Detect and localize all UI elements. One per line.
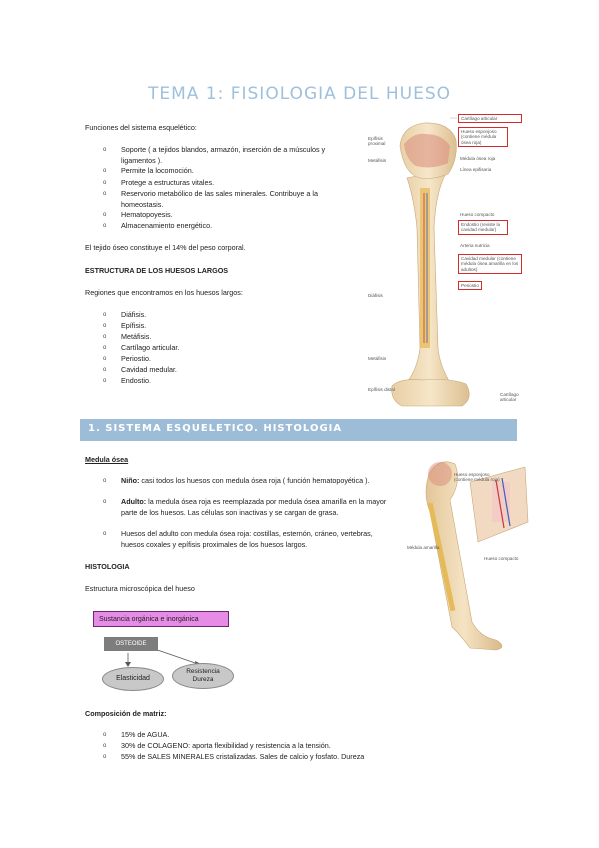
femur-cutaway-illustration [425, 461, 529, 651]
femur-label: Hueso esponjoso (contiene médula roja) [454, 472, 500, 483]
matrix-heading: Composición de matriz: [85, 709, 167, 718]
bone-left-label: Epífisis distal [368, 387, 395, 392]
bone-right-label: Arteria nutricia [460, 243, 490, 248]
bone-left-label: Diáfisis [368, 293, 383, 298]
bone-right-label: Periostio [458, 281, 482, 291]
bone-right-label: Línea epifisaria [460, 167, 492, 172]
long-bones-heading: ESTRUCTURA DE LOS HUESOS LARGOS [85, 266, 229, 275]
section-header-band: 1. Sistema esqueletico. Histologia [80, 419, 517, 441]
diagram-top-box: Sustancia orgánica e inorgánica [93, 611, 229, 627]
bone-left-label: Metáfisis [368, 356, 387, 361]
micro-structure-text: Estructura microscópica del hueso [85, 584, 195, 593]
functions-heading: Funciones del sistema esquelético: [85, 123, 197, 132]
diagram-elasticidad-ellipse: Elasticidad [102, 667, 164, 691]
diagram-osteoide-box: OSTEOIDE [104, 637, 158, 651]
diagram-resistencia-ellipse: Resistencia Dureza [172, 663, 234, 689]
page-title: Tema 1: fisiologia del hueso [147, 84, 452, 104]
bone-right-label: Hueso esponjoso (contiene médula ósea ro… [458, 127, 508, 148]
bone-right-label: Cartílago articular [500, 392, 519, 403]
femur-label: Hueso compacto [484, 556, 519, 561]
bone-left-label: Metáfisis [368, 158, 387, 163]
histology-heading: HISTOLOGIA [85, 562, 130, 571]
femur-label: Médula amarilla [407, 545, 440, 550]
marrow-heading: Medula ósea [85, 455, 129, 464]
bone-right-label: Endostio (reviste la cavidad medular) [458, 220, 508, 235]
bone-right-label: Hueso compacto [460, 212, 495, 217]
bone-right-label: Cartílago articular [458, 114, 522, 124]
bone-right-label: Cavidad medular (contiene médula ósea am… [458, 254, 522, 275]
weight-note: El tejido óseo constituye el 14% del pes… [85, 243, 246, 252]
bone-left-label: Epífisis proximal [368, 136, 386, 147]
bone-right-label: Médula ósea roja [460, 156, 496, 161]
long-bones-intro: Regiones que encontramos en los huesos l… [85, 288, 243, 297]
long-bone-illustration [391, 117, 470, 407]
